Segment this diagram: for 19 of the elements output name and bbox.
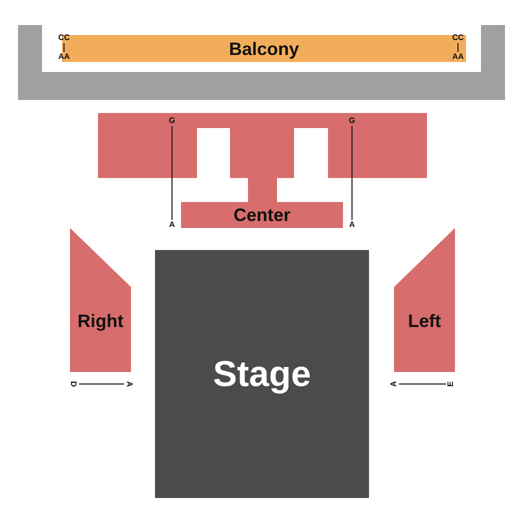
section-label: Right — [78, 312, 124, 330]
row-label: A — [169, 221, 175, 229]
row-label: CC — [452, 34, 464, 42]
row-label: D — [69, 381, 77, 387]
row-label: G — [168, 117, 176, 125]
section-label: Balcony — [228, 40, 300, 58]
row-label: A — [349, 221, 355, 229]
row-label: AA — [452, 53, 464, 61]
row-label: A — [125, 381, 133, 387]
seating-section — [70, 228, 131, 372]
row-label: E — [447, 381, 455, 387]
section-label: Stage — [212, 356, 312, 392]
row-label: A — [390, 381, 398, 387]
row-label: G — [348, 117, 356, 125]
section-label: Center — [233, 206, 290, 224]
stage — [155, 250, 369, 498]
section-label: Left — [408, 312, 441, 330]
seating-section — [394, 228, 455, 372]
center-section — [98, 113, 427, 228]
